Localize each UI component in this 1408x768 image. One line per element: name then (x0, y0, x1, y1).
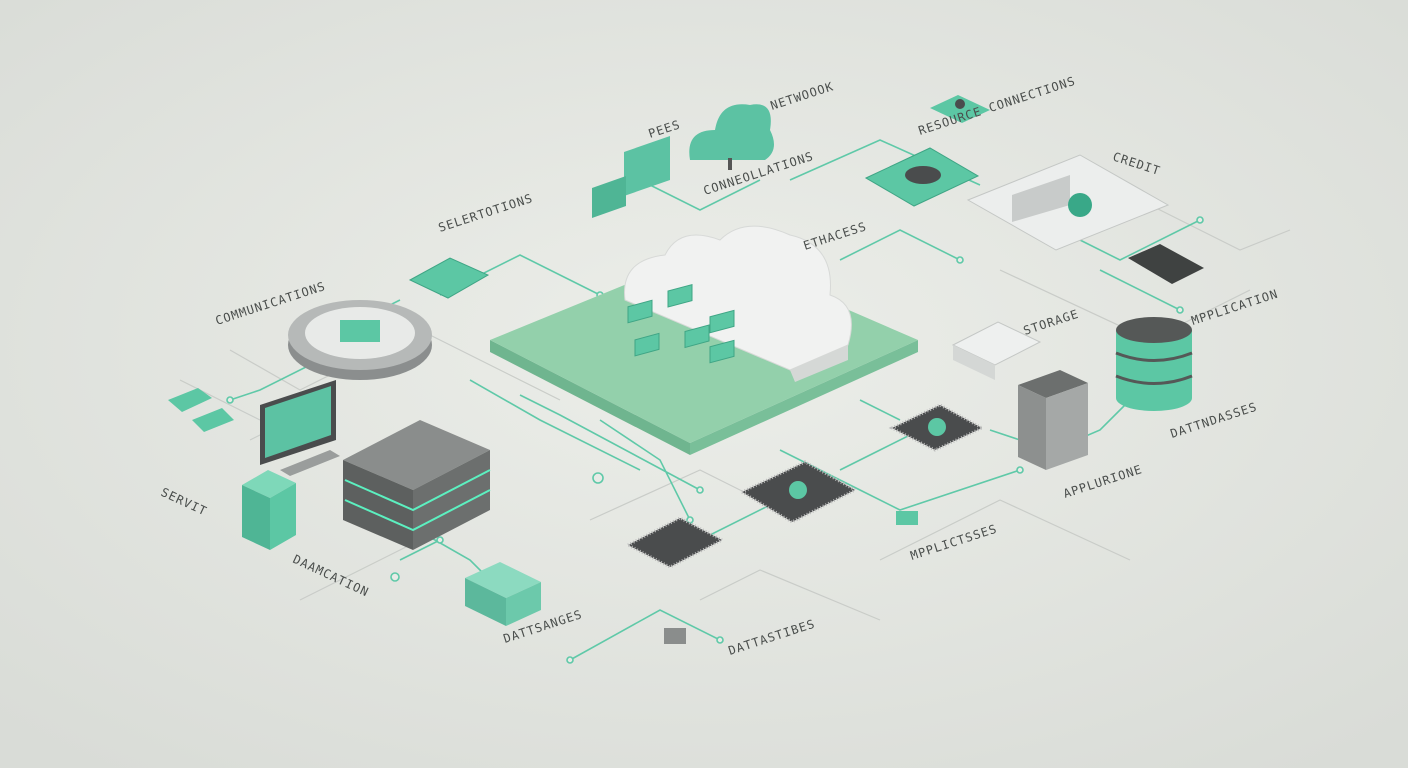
network-switch-icon (951, 321, 1042, 380)
teal-switch-icon (168, 388, 212, 412)
processor-chip-icon (888, 403, 986, 452)
router-pad-icon (864, 147, 980, 207)
cloud-small-icon (689, 104, 774, 170)
teal-switch-icon-2 (192, 408, 234, 432)
chip-icon (624, 516, 726, 569)
server-tower-icon (1018, 370, 1088, 470)
server-board-icon (966, 154, 1170, 251)
hub-device (288, 300, 432, 380)
storage-box-icon (465, 562, 541, 626)
database-icon (1115, 317, 1193, 411)
node-cubes (627, 283, 735, 364)
resource-pad-icon (930, 95, 990, 123)
teal-block (408, 257, 490, 299)
cloud-icon (624, 225, 852, 382)
teal-tower (242, 470, 296, 550)
desktop-monitor-icon (592, 136, 670, 218)
monitor-icon (260, 380, 340, 476)
gear-chip-icon (738, 460, 859, 524)
tablet-icon (1128, 244, 1204, 284)
button-component-icon (664, 628, 686, 644)
teal-node-icon (896, 511, 918, 525)
server-stack-icon (343, 420, 491, 550)
